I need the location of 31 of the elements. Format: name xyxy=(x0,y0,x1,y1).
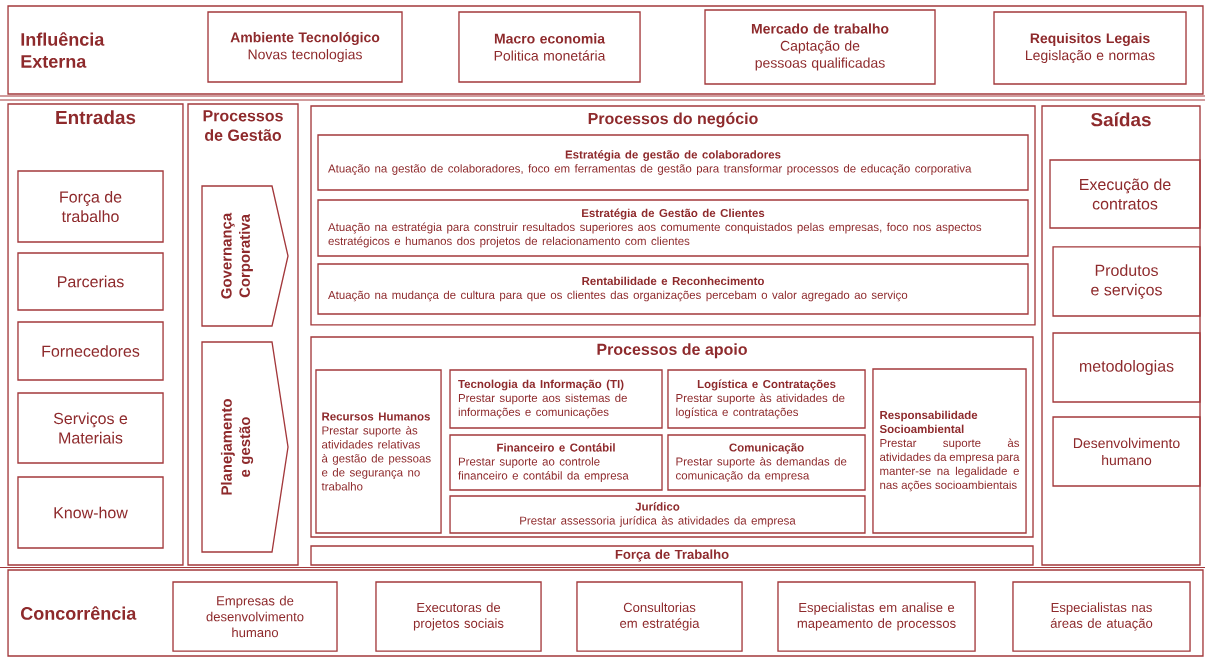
process-box: Macro economia Politica monetária xyxy=(458,11,641,83)
process-box: Requisitos Legais Legislação e normas xyxy=(993,11,1187,85)
process-box: Tecnologia da Informação (TI) Prestar suporte aos sistemas de informações e comunicações xyxy=(449,369,663,429)
process-box: Financeiro e Contábil Prestar suporte ao controle financeiro e contábil da empresa xyxy=(449,434,663,491)
process-box: Especialistas em analise e mapeamento de processos xyxy=(777,581,976,652)
process-box: Estratégia de Gestão de Clientes Atuação na estratégia para construir resultados superiores aos comumente conquistados pelas empresas, foco nos aspectos estratégicos e humanos dos projetos de relacionamento com clientes xyxy=(317,199,1029,257)
process-box: Consultorias em estratégia xyxy=(576,581,743,652)
process-box: Know-how xyxy=(17,476,164,549)
process-box: Jurídico Prestar assessoria jurídica às atividades da empresa xyxy=(449,495,866,534)
process-box: Empresas de desenvolvimento humano xyxy=(172,581,338,652)
chevron-box: Governança Corporativa xyxy=(201,185,289,327)
process-box: Serviços e Materiais xyxy=(17,392,164,464)
process-box: Mercado de trabalho Captação de pessoas qualificadas xyxy=(704,9,936,85)
process-box: Comunicação Prestar suporte às demandas de comunicação da empresa xyxy=(667,434,866,491)
process-bar: Força de Trabalho xyxy=(310,545,1034,566)
process-box: Recursos Humanos Prestar suporte às atividades relativas à gestão de pessoas e de segurança no trabalho xyxy=(315,369,442,534)
process-box: Execução de contratos xyxy=(1049,159,1201,229)
process-box: Parcerias xyxy=(17,252,164,311)
process-box: Desenvolvimento humano xyxy=(1052,416,1201,487)
process-box: Especialistas nas áreas de atuação xyxy=(1012,581,1191,652)
process-box: Logística e Contratações Prestar suporte às atividades de logística e contratações xyxy=(667,369,866,429)
process-box: Fornecedores xyxy=(17,321,164,381)
process-box: Estratégia de gestão de colaboradores Atuação na gestão de colaboradores, foco em ferramentas de gestão para transformar processos de educação corporativa xyxy=(317,134,1029,191)
process-box: Responsabilidade Socioambiental Prestar suporte às atividades da empresa para manter-se na legalidade e nas ações socioambientais xyxy=(872,368,1027,534)
process-box: metodologias xyxy=(1052,332,1201,403)
process-box: Executoras de projetos sociais xyxy=(375,581,542,652)
chevron-box: Planejamento e gestão xyxy=(201,341,289,553)
process-box: Força de trabalho xyxy=(17,170,164,243)
process-box: Rentabilidade e Reconhecimento Atuação na mudança de cultura para que os clientes das organizações percebam o valor agregado ao serviço xyxy=(317,263,1029,315)
process-box: Ambiente Tecnológico Novas tecnologias xyxy=(207,11,403,83)
process-box: Produtos e serviços xyxy=(1052,246,1201,317)
